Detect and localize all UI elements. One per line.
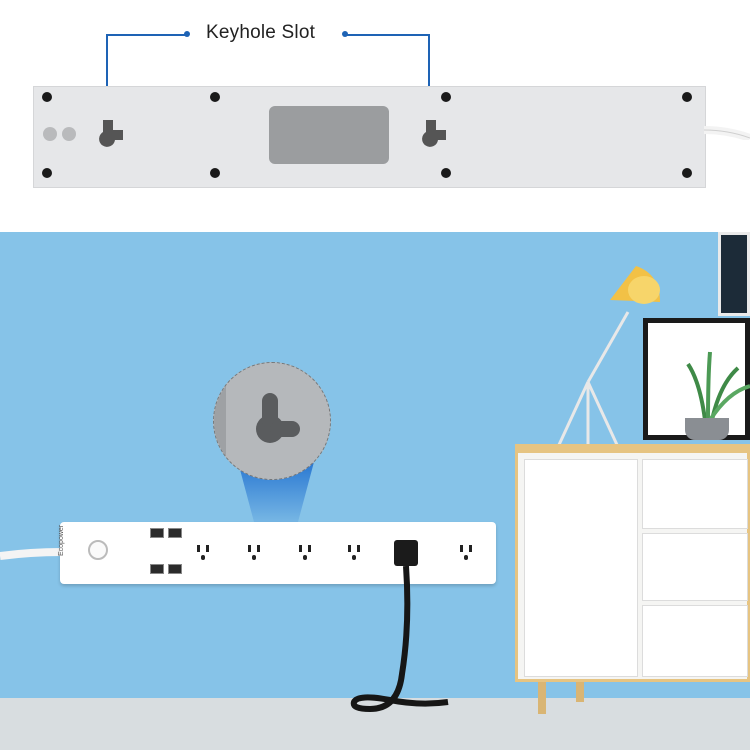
keyhole-slot-icon [422, 120, 446, 147]
callout-dot-left [184, 31, 190, 37]
outlet-icon [197, 545, 209, 560]
usb-port-icon [168, 564, 182, 574]
keyhole-zoom-circle [213, 362, 331, 480]
callout-line-right-v [428, 34, 430, 118]
callout-line-left-h [106, 34, 188, 36]
cabinet-drawer [642, 459, 748, 529]
outlet-icon [460, 545, 472, 560]
zoom-strip-edge [214, 363, 226, 479]
potted-plant [686, 351, 750, 422]
screw-icon [441, 92, 451, 102]
plant-pot [685, 418, 729, 440]
outlet-icon [299, 545, 311, 560]
usb-port-icon [150, 528, 164, 538]
power-cord [704, 126, 750, 140]
cabinet-top [515, 444, 750, 452]
keyhole-diagram: Keyhole Slot [0, 0, 750, 232]
desk-lamp [556, 266, 660, 448]
screw-icon [210, 92, 220, 102]
label-plate [269, 106, 389, 164]
power-button-icon [88, 540, 108, 560]
outlet-icon [348, 545, 360, 560]
cabinet-leg [576, 682, 584, 702]
wall-picture-frame [718, 232, 750, 316]
outlet-icon [248, 545, 260, 560]
callout-line-left-v [106, 34, 108, 118]
screw-icon [42, 92, 52, 102]
rubber-foot-icon [43, 127, 57, 141]
screw-icon [682, 168, 692, 178]
power-strip [60, 522, 496, 584]
screw-icon [42, 168, 52, 178]
rubber-foot-icon [62, 127, 76, 141]
power-cord [0, 548, 62, 560]
callout-line-right-h [345, 34, 429, 36]
cabinet-leg [538, 682, 546, 714]
callout-dot-right [342, 31, 348, 37]
screw-icon [441, 168, 451, 178]
screw-icon [210, 168, 220, 178]
plug-icon [350, 540, 449, 713]
keyhole-slot-icon [99, 120, 123, 147]
lifestyle-photo: Ecopower [0, 232, 750, 750]
usb-port-icon [150, 564, 164, 574]
brand-label: Ecopower [58, 524, 65, 556]
cabinet [515, 450, 750, 682]
power-strip-back [33, 86, 706, 188]
cabinet-drawer [642, 533, 748, 601]
keyhole-slot-icon [256, 393, 300, 443]
cabinet-door [524, 459, 638, 677]
callout-label: Keyhole Slot [206, 22, 316, 43]
cabinet-drawer [642, 605, 748, 677]
usb-port-icon [168, 528, 182, 538]
screw-icon [682, 92, 692, 102]
